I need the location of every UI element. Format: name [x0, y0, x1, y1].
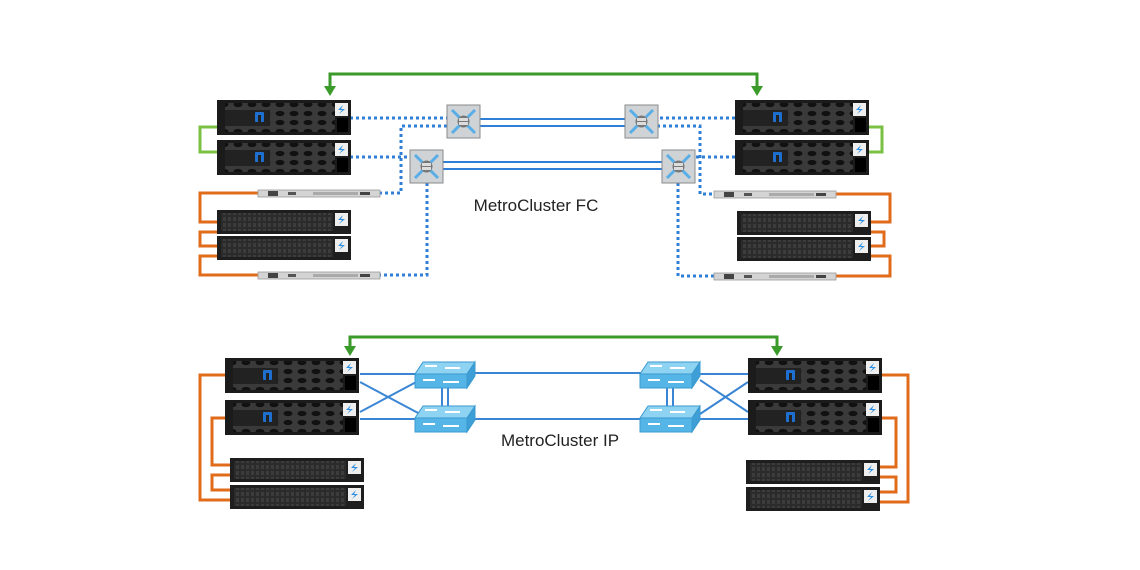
ip-links	[359, 372, 749, 420]
ip-switch	[414, 361, 476, 389]
fc-switch	[408, 148, 445, 185]
controller-b2	[748, 400, 882, 435]
controller-a1	[217, 100, 351, 135]
controller-a2	[217, 140, 351, 175]
fc-switch	[623, 103, 660, 140]
ha-link-right	[868, 125, 884, 154]
sas-cable-left	[198, 191, 258, 277]
disk-shelf	[217, 210, 351, 234]
sas-cable-left	[198, 373, 230, 502]
arrow-down-icon	[751, 86, 763, 96]
dr-link	[328, 72, 759, 90]
controller-b1	[735, 100, 869, 135]
fc-switch	[660, 148, 697, 185]
disk-shelf	[737, 211, 871, 235]
arrow-down-icon	[344, 346, 356, 356]
controller-b2	[735, 140, 869, 175]
fc-bridge	[713, 272, 837, 281]
ha-link-left	[198, 125, 217, 154]
controller-a1	[225, 358, 359, 393]
disk-shelf	[217, 236, 351, 260]
disk-shelf	[746, 460, 880, 484]
metrocluster-fc: MetroCluster FC	[198, 72, 892, 281]
sas-cable-right	[835, 192, 892, 278]
diagram-label-fc: MetroCluster FC	[474, 196, 599, 215]
diagram-label-ip: MetroCluster IP	[501, 431, 619, 450]
ip-switch	[639, 361, 701, 389]
controller-a2	[225, 400, 359, 435]
dr-link	[348, 335, 779, 350]
controller-b1	[748, 358, 882, 393]
fc-bridge	[257, 189, 381, 198]
fc-bridge	[257, 271, 381, 280]
arrow-down-icon	[324, 86, 336, 96]
disk-shelf	[737, 237, 871, 261]
ip-switch	[639, 405, 701, 433]
fc-switch	[445, 103, 482, 140]
sas-cable-right	[880, 373, 910, 504]
disk-shelf	[746, 487, 880, 511]
fc-fabric-links	[350, 116, 735, 278]
disk-shelf	[230, 485, 364, 509]
arrow-down-icon	[771, 346, 783, 356]
ip-switch	[414, 405, 476, 433]
fc-bridge	[713, 190, 837, 199]
disk-shelf	[230, 458, 364, 482]
fc-isl-links	[443, 118, 662, 170]
metrocluster-ip: MetroCluster IP	[198, 335, 910, 511]
